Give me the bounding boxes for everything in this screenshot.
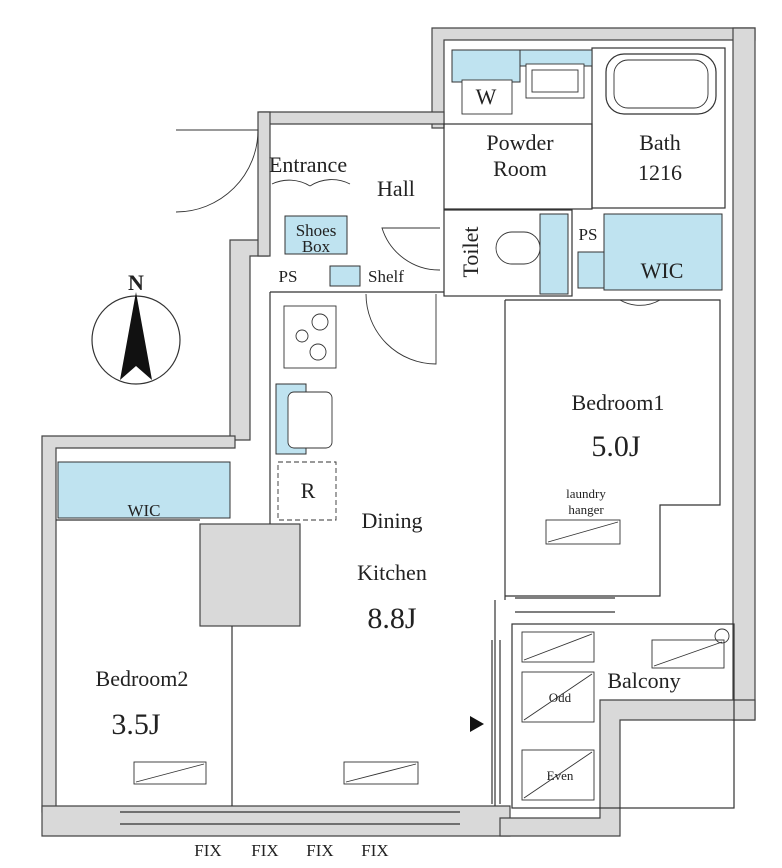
label-dining: Dining	[361, 508, 422, 533]
wall-bottom	[41, 805, 511, 837]
label-bedroom1: Bedroom1	[572, 390, 665, 415]
label-hall: Hall	[377, 176, 415, 201]
label-box: Box	[302, 237, 331, 256]
shelf-box	[329, 265, 361, 287]
wall-right-outer	[732, 27, 756, 721]
label-dining-kitchen-size: 8.8J	[367, 602, 417, 635]
stove	[283, 305, 337, 369]
north-arrow-icon	[120, 292, 152, 380]
label-even: Even	[547, 768, 574, 783]
label-refrigerator: R	[301, 478, 316, 503]
shoes-box	[284, 215, 348, 255]
compass: N	[91, 270, 181, 385]
entry-arrow-icon	[470, 716, 484, 732]
compass-north-label: N	[128, 270, 144, 295]
washer-box	[451, 49, 521, 83]
label-ps-left: PS	[279, 267, 298, 286]
label-bath: Bath	[639, 130, 681, 155]
wic-bedroom1	[603, 213, 723, 291]
label-powder-2: Room	[493, 156, 547, 181]
label-wic-bedroom1: WIC	[641, 258, 684, 283]
label-fix-1: FIX	[194, 841, 221, 860]
label-hanger: hanger	[568, 502, 604, 517]
refrigerator	[277, 461, 337, 521]
label-bedroom1-size: 5.0J	[591, 430, 641, 463]
label-odd: Odd	[549, 690, 572, 705]
wic-bedroom1-left	[577, 251, 605, 289]
doors	[120, 129, 661, 825]
toilet-shelf	[539, 213, 569, 295]
washer	[461, 79, 513, 115]
walls	[41, 27, 756, 837]
label-powder-1: Powder	[486, 130, 554, 155]
room-outlines	[56, 47, 735, 809]
label-wic-bedroom2: WIC	[127, 501, 160, 520]
labels: Entrance Shoes Box Hall Powder Room W Ba…	[96, 84, 684, 860]
wall-entrance-left	[257, 111, 271, 257]
laundry-hanger-bar	[545, 519, 621, 545]
label-washer: W	[476, 84, 497, 109]
wall-entrance-top	[259, 111, 445, 125]
label-fix-2: FIX	[251, 841, 278, 860]
kitchen-sink	[287, 391, 333, 449]
structural-column	[199, 523, 301, 627]
label-kitchen: Kitchen	[357, 560, 427, 585]
label-toilet: Toilet	[458, 226, 483, 277]
wall-balcony	[499, 699, 756, 837]
label-balcony: Balcony	[607, 668, 680, 693]
storage-areas	[57, 49, 723, 519]
vanity	[525, 63, 585, 99]
label-fix-3: FIX	[306, 841, 333, 860]
wall-left-upper	[229, 239, 269, 441]
bathtub	[605, 53, 717, 115]
fixtures	[133, 53, 730, 801]
label-fix-4: FIX	[361, 841, 388, 860]
label-ps-top: PS	[579, 225, 598, 244]
label-shoes: Shoes	[296, 221, 337, 240]
label-entrance: Entrance	[269, 152, 347, 177]
label-bedroom2: Bedroom2	[96, 666, 189, 691]
label-laundry: laundry	[566, 486, 606, 501]
label-bedroom2-size: 3.5J	[111, 708, 161, 741]
toilet-bowl	[495, 231, 541, 265]
label-shelf: Shelf	[368, 267, 404, 286]
label-bath-size: 1216	[638, 160, 682, 185]
wic-bedroom2	[57, 461, 231, 519]
